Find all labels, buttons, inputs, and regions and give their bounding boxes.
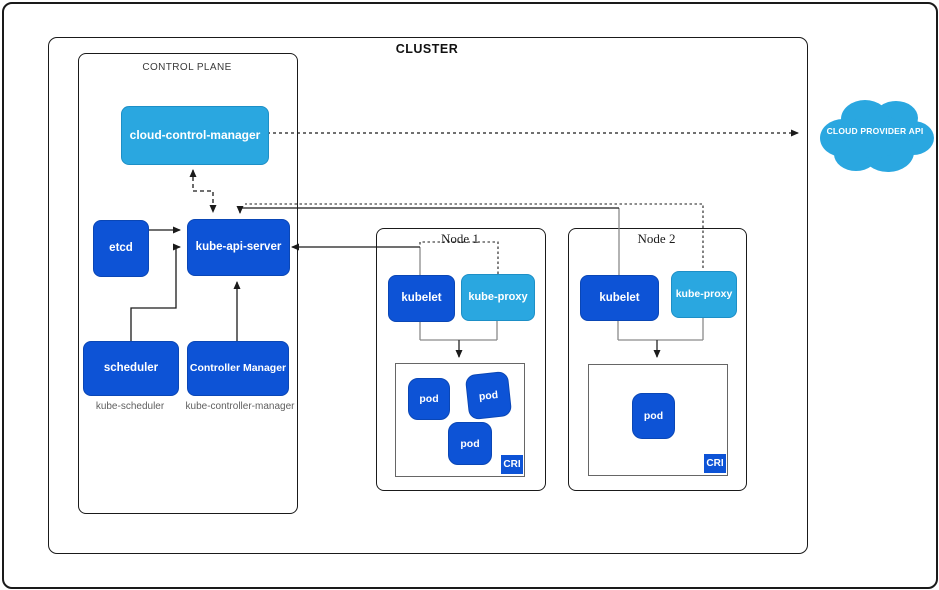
node1-pod-1: pod [408, 378, 450, 420]
node2-cri-badge: CRI [704, 454, 726, 473]
cloud-provider-api: CLOUD PROVIDER API [813, 94, 937, 180]
cloud-control-manager-box: cloud-control-manager [121, 106, 269, 165]
node1-pod-2: pod [464, 370, 513, 421]
node1-kube-proxy-box: kube-proxy [461, 274, 535, 321]
node2-cri-container [588, 364, 728, 476]
scheduler-box: scheduler [83, 341, 179, 396]
kube-scheduler-caption: kube-scheduler [95, 401, 165, 412]
cluster-title: CLUSTER [395, 42, 459, 56]
node2-title: Node 2 [637, 231, 676, 246]
control-plane-boundary [78, 53, 298, 514]
node2-kube-proxy-box: kube-proxy [671, 271, 737, 318]
node2-kubelet-box: kubelet [580, 275, 659, 321]
kube-api-server-box: kube-api-server [187, 219, 290, 276]
etcd-box: etcd [93, 220, 149, 277]
control-plane-title: CONTROL PLANE [142, 62, 232, 73]
node2-pod-1: pod [632, 393, 675, 439]
controller-manager-box: Controller Manager [187, 341, 289, 396]
node1-pod-3: pod [448, 422, 492, 465]
cluster-boundary [48, 37, 808, 554]
kube-controller-manager-caption: kube-controller-manager [185, 401, 295, 412]
node1-cri-container [395, 363, 525, 477]
cloud-provider-api-label: CLOUD PROVIDER API [826, 126, 924, 136]
node1-title: Node 1 [441, 231, 479, 246]
node1-kubelet-box: kubelet [388, 275, 455, 322]
node1-cri-badge: CRI [501, 455, 523, 474]
cloud-icon [820, 100, 934, 172]
